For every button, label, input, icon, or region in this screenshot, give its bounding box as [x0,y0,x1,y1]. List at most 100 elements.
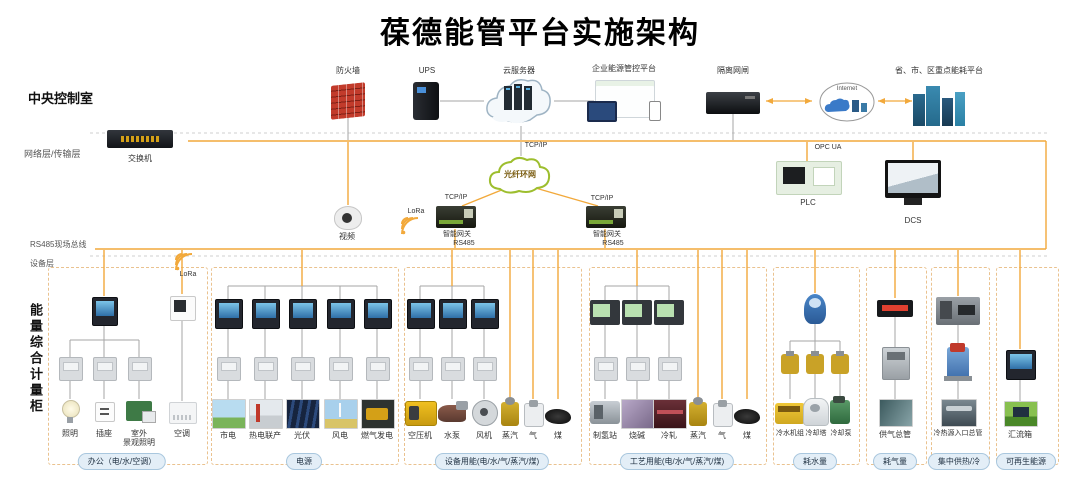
coal-pile-icon [734,409,760,424]
internet-cloud-icon [819,82,875,122]
gov-platform-label: 省、市、区重点能耗平台 [895,66,983,75]
switch-label: 交换机 [128,154,152,163]
fiber-ring-cloud-icon [488,156,551,194]
gray-connectors [69,100,1021,401]
orange-bus-lines [95,140,1047,399]
layer-network-transport: 网络层/传输层 [24,149,81,159]
device-label: 供气总管 [879,430,911,439]
power-meter-icon [289,299,317,329]
steam-flowmeter-icon [501,397,519,426]
flow-meter-icon [806,351,824,374]
layer-rs485-fieldbus: RS485现场总线 [30,240,87,249]
gas-generator-photo [361,399,395,429]
device-label: 燃气发电 [361,431,393,440]
din-meter-icon [594,357,618,381]
device-label: 冷热源入口总管 [933,430,983,437]
isolation-gateway-icon [706,92,760,114]
switch-icon [107,130,173,148]
gas-supply-main-photo [879,399,913,427]
din-meter-icon [626,357,650,381]
smart-gateway-1-rs485: RS485 [453,240,475,247]
page-title: 葆德能管平台实施架构 [380,17,700,50]
digital-display-meter-icon [877,300,913,317]
plc-icon [776,161,842,195]
layer-central-control-room: 中央控制室 [28,91,94,106]
din-meter-icon [128,357,152,381]
cooling-pump-icon [830,396,850,424]
energy-platform-icon [587,80,661,122]
solar-pv-photo [286,399,320,429]
thermostat-icon [170,296,196,321]
socket-icon [95,402,115,422]
smart-gateway-2-icon [586,206,626,228]
ups-icon [413,82,439,120]
device-label: 风电 [332,431,348,440]
device-label: 烧碱 [629,431,645,440]
power-meter-icon [215,299,243,329]
device-label: 气 [529,431,537,440]
panel-meter-icon [622,300,652,325]
device-label: 蒸汽 [502,431,518,440]
group-pill-water-consumption: 耗水量 [793,453,837,470]
smart-gateway-1-label: 智能网关 [443,231,471,238]
din-meter-icon [329,357,353,381]
video-label: 视频 [339,232,355,241]
lora-signal-icon [175,253,193,271]
device-label: 风机 [476,431,492,440]
flow-meter-icon [781,351,799,374]
fan-icon [472,400,498,426]
cloud-server-label: 云服务器 [503,66,535,75]
cold-rolling-photo [653,399,687,429]
din-meter-icon [366,357,390,381]
layer-device: 设备层 [30,259,54,268]
device-label: 冷水机组 [776,430,804,437]
gov-platform-buildings-icon [913,82,967,126]
dcs-label: DCS [904,216,922,225]
firewall-label: 防火墙 [336,66,360,75]
isolation-gateway-label: 隔离网闸 [717,66,749,75]
water-meter-icon [804,294,826,324]
device-label: 照明 [62,429,78,438]
coal-pile-icon [545,409,571,424]
device-label: 热电联产 [249,431,281,440]
smart-gateway-2-label: 智能网关 [593,231,621,238]
device-label: 水泵 [444,431,460,440]
device-label: 煤 [554,431,562,440]
group-pill-office: 办公（电/水/空调） [77,453,167,470]
cooling-tower-icon [803,398,829,426]
wind-power-photo [324,399,358,429]
device-label: 蒸汽 [690,431,706,440]
air-compressor-icon [405,401,437,426]
chiller-unit-icon [775,403,805,424]
power-meter-icon [327,299,355,329]
lora-thermostat-label: LoRa [179,271,197,278]
energy-platform-label: 企业能源管控平台 [592,64,656,73]
ups-label: UPS [418,66,436,75]
air-conditioner-icon [169,402,197,424]
steam-flowmeter-icon [689,397,707,426]
cloud-server-icon [486,79,551,124]
layer-separator-dashed [90,132,1050,257]
din-meter-icon [291,357,315,381]
device-label: 室外 景观照明 [123,429,155,448]
group-pill-gas-consumption: 耗气量 [873,453,917,470]
caustic-soda-photo [621,399,655,429]
device-label: 空压机 [408,431,432,440]
group-pill-equipment-energy: 设备用能(电/水/气/蒸汽/煤) [434,453,550,470]
din-meter-icon [59,357,83,381]
tcpip-right-label: TCP/IP [590,195,614,202]
din-meter-icon [409,357,433,381]
din-meter-icon [217,357,241,381]
power-meter-icon [1006,350,1036,380]
device-label: 空调 [174,429,190,438]
lora-signal-icon [401,217,419,235]
device-label: 冷轧 [661,431,677,440]
fiber-ring-label: 光纤环网 [504,170,536,179]
panel-meter-icon [654,300,684,325]
plc-label: PLC [800,198,816,207]
group-pill-power-source: 电源 [286,453,322,470]
gas-meter-icon [882,347,910,380]
lora-gateway-label: LoRa [407,208,425,215]
